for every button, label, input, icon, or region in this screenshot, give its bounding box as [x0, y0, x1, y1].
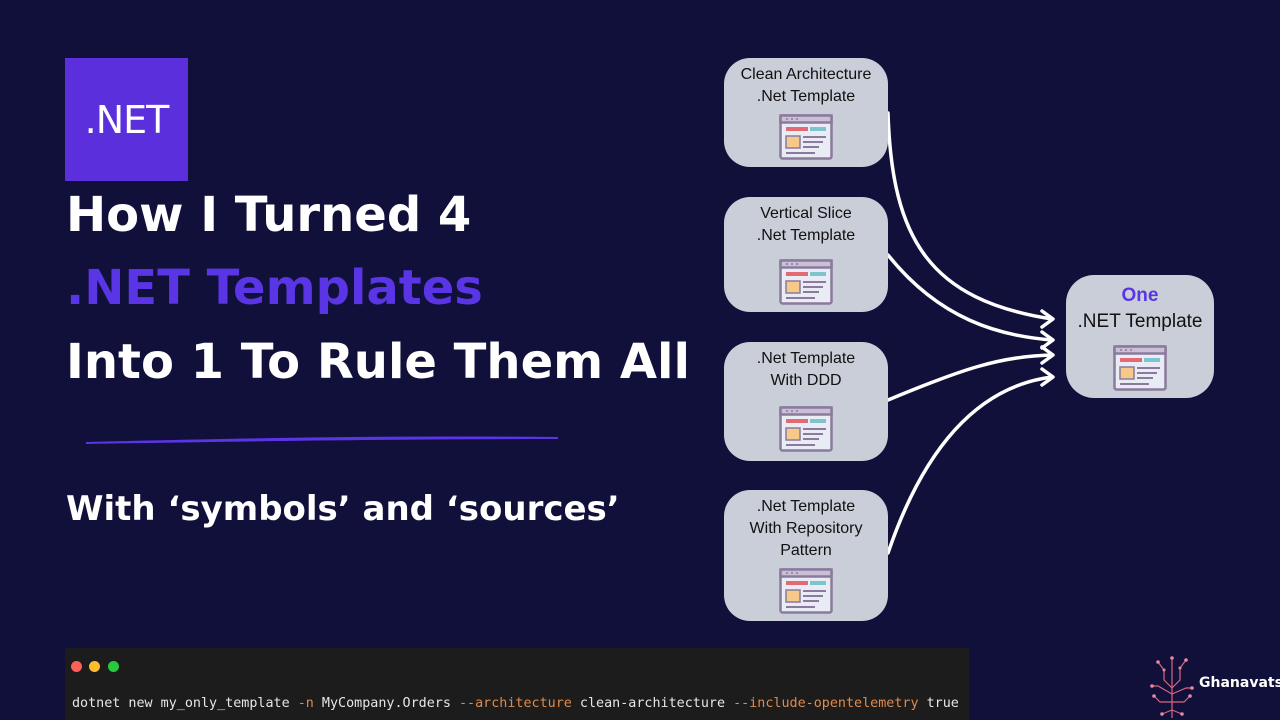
command-text: dotnet new my_only_template [72, 696, 298, 711]
command-text: MyCompany.Orders [313, 696, 459, 711]
brand-logo: Ghanavats [1142, 648, 1280, 720]
headline-line-3: Into 1 To Rule Them All [66, 334, 690, 390]
command-text: true [918, 696, 959, 711]
circuit-tree-icon [1150, 656, 1194, 718]
minimize-dot-icon [89, 661, 100, 672]
target-template-card: One .NET Template [1066, 275, 1214, 398]
card-label-line: .Net Template [756, 227, 856, 244]
command-text: clean-architecture [571, 696, 734, 711]
card-label-line: With DDD [770, 372, 842, 389]
card-label-line: With Repository [749, 520, 863, 537]
template-card-ddd: .Net Template With DDD [724, 342, 888, 461]
template-card-repository-pattern: .Net Template With Repository Pattern [724, 490, 888, 621]
terminal-window: dotnet new my_only_template -n MyCompany… [65, 648, 969, 720]
card-label-line: Clean Architecture [740, 66, 872, 83]
close-dot-icon [71, 661, 82, 672]
template-icon [779, 114, 833, 160]
template-icon [779, 406, 833, 452]
headline-line-2: .NET Templates [66, 260, 483, 316]
card-label-line: .Net Template [756, 88, 856, 105]
brand-name: Ghanavats [1199, 675, 1280, 691]
dotnet-logo-text: .NET [84, 97, 170, 142]
card-label-line: .Net Template [756, 350, 856, 367]
subtitle: With ‘symbols’ and ‘sources’ [66, 489, 620, 529]
command-option: -n [297, 696, 314, 711]
headline-line-1: How I Turned 4 [66, 187, 472, 243]
command-option: --architecture [458, 696, 572, 711]
underline-stroke [86, 436, 558, 444]
template-card-clean-architecture: Clean Architecture .Net Template [724, 58, 888, 167]
template-icon [779, 259, 833, 305]
target-name: .NET Template [1077, 311, 1203, 332]
command-option: --include-opentelemetry [733, 696, 919, 711]
card-label-line: Pattern [780, 542, 832, 559]
template-icon [1113, 345, 1167, 391]
maximize-dot-icon [108, 661, 119, 672]
card-label-line: Vertical Slice [760, 205, 852, 222]
template-card-vertical-slice: Vertical Slice .Net Template [724, 197, 888, 312]
target-highlight: One [1121, 285, 1159, 306]
terminal-command: dotnet new my_only_template -n MyCompany… [72, 696, 959, 711]
dotnet-logo: .NET [65, 58, 188, 181]
template-icon [779, 568, 833, 614]
card-label-line: .Net Template [756, 498, 856, 515]
